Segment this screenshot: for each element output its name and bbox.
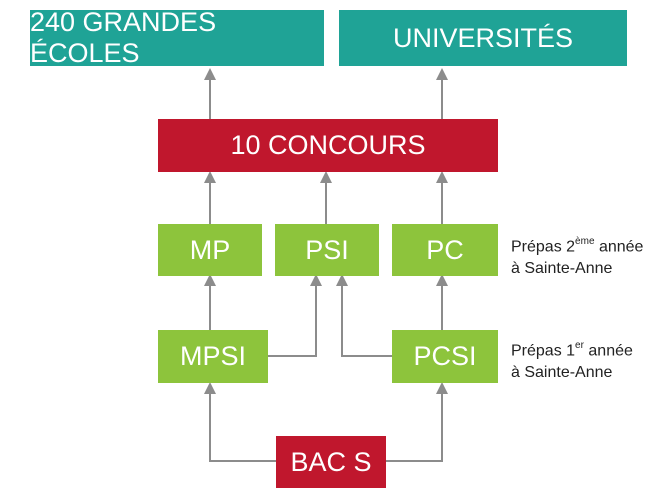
year2-note: Prépas 2ème année à Sainte-Anne (511, 232, 643, 280)
concours-label: 10 CONCOURS (230, 130, 426, 160)
arrow-mpsi-to-psi (268, 274, 322, 357)
mpsi-label: MPSI (179, 341, 246, 371)
universites-box: UNIVERSITÉS (339, 10, 627, 66)
concours-box: 10 CONCOURS (158, 119, 498, 172)
year1-note: Prépas 1er année à Sainte-Anne (511, 336, 633, 384)
mp-label: MP (189, 234, 231, 265)
pc-box: PC (392, 224, 498, 276)
year2-note-suffix: année (594, 238, 644, 256)
year1-note-suffix: année (583, 342, 633, 360)
pcsi-label: PCSI (413, 341, 477, 371)
year2-note-line1: Prépas 2ème année (511, 232, 643, 258)
bac-box: BAC S (276, 436, 386, 488)
grandes-ecoles-label: 240 GRANDES ÉCOLES (30, 7, 217, 68)
universites-label: UNIVERSITÉS (392, 22, 574, 53)
bac-label: BAC S (290, 446, 372, 477)
pc-label: PC (426, 234, 464, 265)
year1-note-line2: à Sainte-Anne (511, 364, 613, 382)
psi-label: PSI (305, 234, 349, 265)
grandes-ecoles-box: 240 GRANDES ÉCOLES (30, 7, 324, 68)
mpsi-box: MPSI (158, 330, 268, 383)
mp-box: MP (158, 224, 262, 276)
year2-note-prefix: Prépas 2 (511, 238, 576, 256)
arrow-bac-to-pcsi (386, 382, 448, 462)
year2-note-sup: ème (575, 236, 595, 247)
year1-note-prefix: Prépas 1 (511, 342, 576, 360)
year1-note-line1: Prépas 1er année (511, 336, 633, 362)
year2-note-line2: à Sainte-Anne (511, 260, 613, 278)
year1-note-sup: er (575, 340, 584, 351)
pcsi-box: PCSI (392, 330, 498, 383)
arrow-pcsi-to-psi (336, 274, 392, 357)
arrow-bac-to-mpsi (204, 382, 276, 462)
psi-box: PSI (275, 224, 379, 276)
